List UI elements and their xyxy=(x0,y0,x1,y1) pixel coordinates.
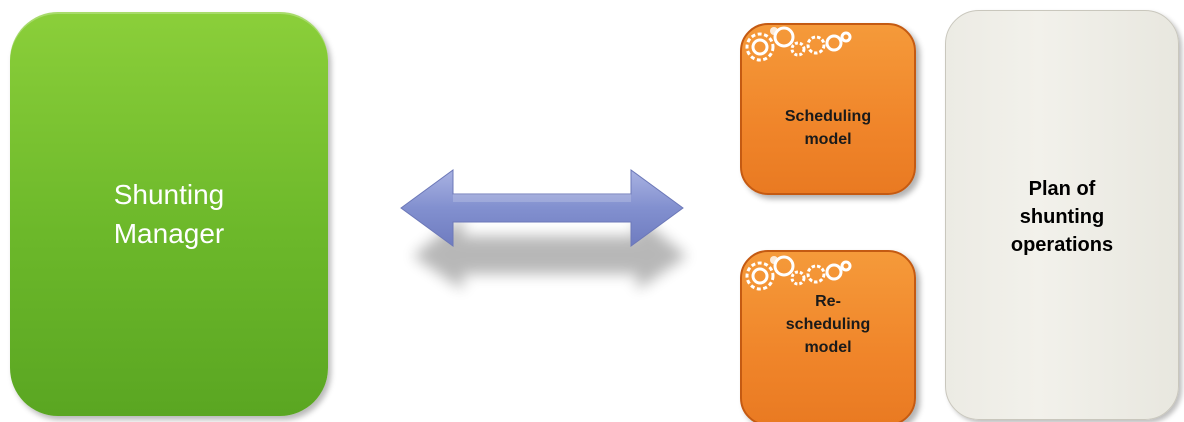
model-label-line2: model xyxy=(804,131,852,148)
model-label-line2: scheduling xyxy=(785,316,871,333)
plan-of-operations-box: Plan of shunting operations xyxy=(945,10,1179,420)
scheduling-model-label: Scheduling model xyxy=(742,105,914,151)
manager-label-line1: Shunting xyxy=(113,179,225,210)
shunting-manager-label: Shunting Manager xyxy=(69,175,269,253)
model-label-line1: Re- xyxy=(815,293,841,310)
gears-icon xyxy=(745,26,852,62)
manager-label-line2: Manager xyxy=(113,218,225,249)
rescheduling-model-label: Re- scheduling model xyxy=(742,290,914,359)
scheduling-model-box: Scheduling model xyxy=(740,23,916,195)
model-label-line1: Scheduling xyxy=(784,108,872,125)
plan-label: Plan of shunting operations xyxy=(946,175,1178,259)
bidirectional-arrow xyxy=(395,160,695,290)
gears-icon xyxy=(745,255,852,291)
plan-label-line2: shunting xyxy=(1019,206,1105,228)
double-arrow-icon xyxy=(400,169,687,290)
model-label-line3: model xyxy=(804,339,852,356)
rescheduling-model-box: Re- scheduling model xyxy=(740,250,916,422)
plan-label-line3: operations xyxy=(1010,234,1114,256)
plan-label-line1: Plan of xyxy=(1028,178,1096,200)
shunting-manager-box: Shunting Manager xyxy=(10,12,328,416)
